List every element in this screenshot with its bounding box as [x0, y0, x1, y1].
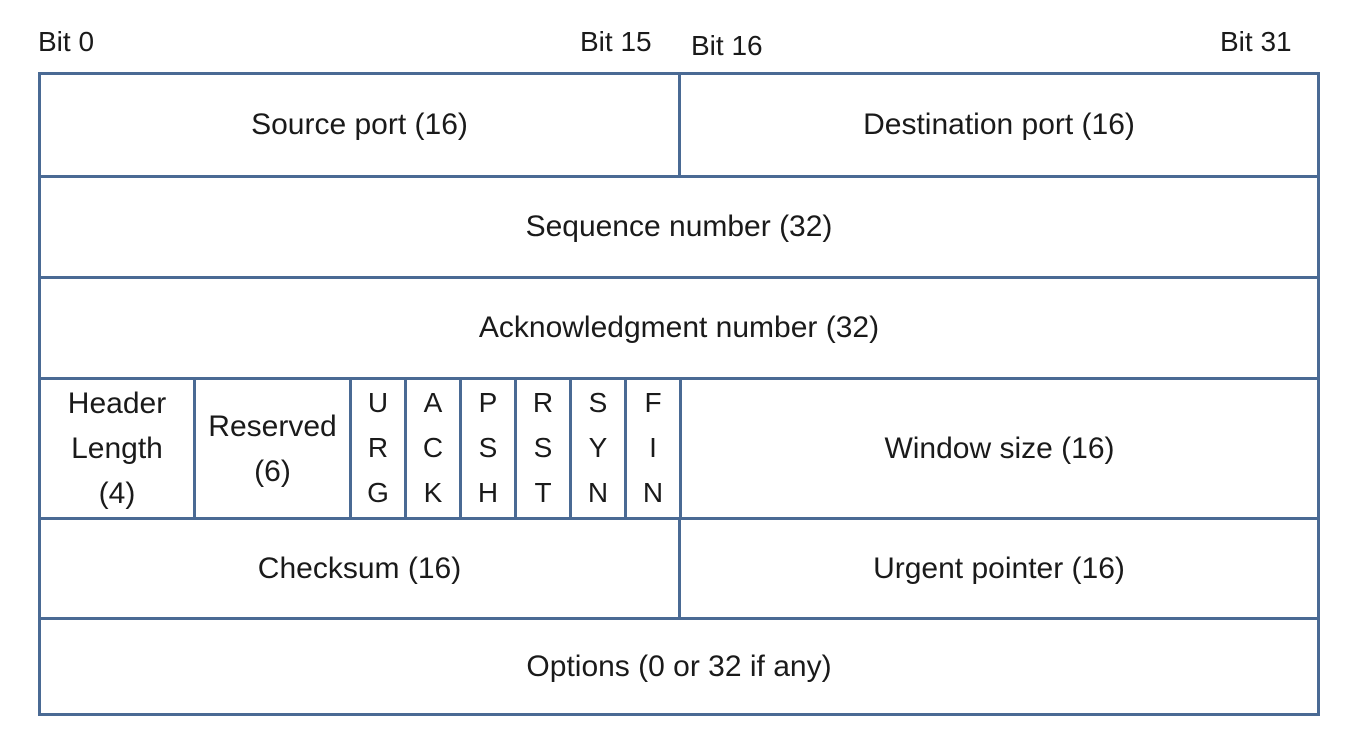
header-length-line-3: (4) — [98, 477, 136, 510]
flag-letter: H — [477, 476, 499, 508]
bit-16-label: Bit 16 — [691, 30, 763, 61]
reserved-line-2: (6) — [254, 454, 291, 488]
flag-letter: Y — [588, 432, 608, 464]
flag-urg: U R G — [352, 380, 407, 517]
flag-letter: N — [642, 476, 664, 508]
flag-letter: T — [534, 476, 552, 508]
window-size-field: Window size (16) — [884, 431, 1115, 465]
flag-letter: C — [422, 432, 444, 464]
reserved-line-1: Reserved — [208, 409, 337, 443]
tcp-header-diagram: Source port (16) Destination port (16) S… — [38, 72, 1320, 716]
flag-letter: P — [478, 387, 498, 419]
flag-letter: S — [588, 387, 608, 419]
acknowledgment-row: Acknowledgment number (32) — [41, 276, 1317, 377]
header-length-field: Header Length (4) — [41, 380, 196, 517]
header-length-line-1: Header — [67, 387, 167, 420]
checksum-field: Checksum (16) — [41, 520, 681, 617]
flag-letter: S — [478, 432, 498, 464]
bit-0-label: Bit 0 — [38, 26, 95, 57]
acknowledgment-number-field: Acknowledgment number (32) — [478, 311, 880, 345]
source-port-field: Source port (16) — [41, 75, 681, 175]
urgent-pointer-field: Urgent pointer (16) — [873, 551, 1125, 585]
header-length-line-2: Length — [71, 432, 163, 465]
flag-letter: G — [367, 476, 389, 508]
flag-letter: U — [367, 387, 389, 419]
flag-letter: R — [532, 387, 554, 419]
flags-row: Header Length (4) Reserved (6) U R G A C… — [41, 377, 1317, 517]
options-field: Options (0 or 32 if any) — [526, 649, 832, 683]
checksum-row: Checksum (16) Urgent pointer (16) — [41, 517, 1317, 617]
options-row: Options (0 or 32 if any) — [41, 617, 1317, 713]
bit-15-label: Bit 15 — [580, 26, 652, 57]
flag-syn: S Y N — [572, 380, 627, 517]
flag-fin: F I N — [627, 380, 682, 517]
flag-letter: A — [423, 387, 443, 419]
flag-rst: R S T — [517, 380, 572, 517]
flag-ack: A C K — [407, 380, 462, 517]
flag-letter: I — [649, 432, 657, 464]
bit-31-label: Bit 31 — [1220, 26, 1292, 57]
flag-letter: F — [644, 387, 662, 419]
flag-letter: R — [367, 432, 389, 464]
flag-letter: N — [587, 476, 609, 508]
flag-psh: P S H — [462, 380, 517, 517]
reserved-field: Reserved (6) — [196, 380, 352, 517]
flag-letter: K — [423, 476, 443, 508]
flag-letter: S — [533, 432, 553, 464]
sequence-number-field: Sequence number (32) — [525, 210, 833, 244]
destination-port-field: Destination port (16) — [863, 108, 1135, 142]
ports-row: Source port (16) Destination port (16) — [41, 75, 1317, 175]
sequence-row: Sequence number (32) — [41, 175, 1317, 276]
